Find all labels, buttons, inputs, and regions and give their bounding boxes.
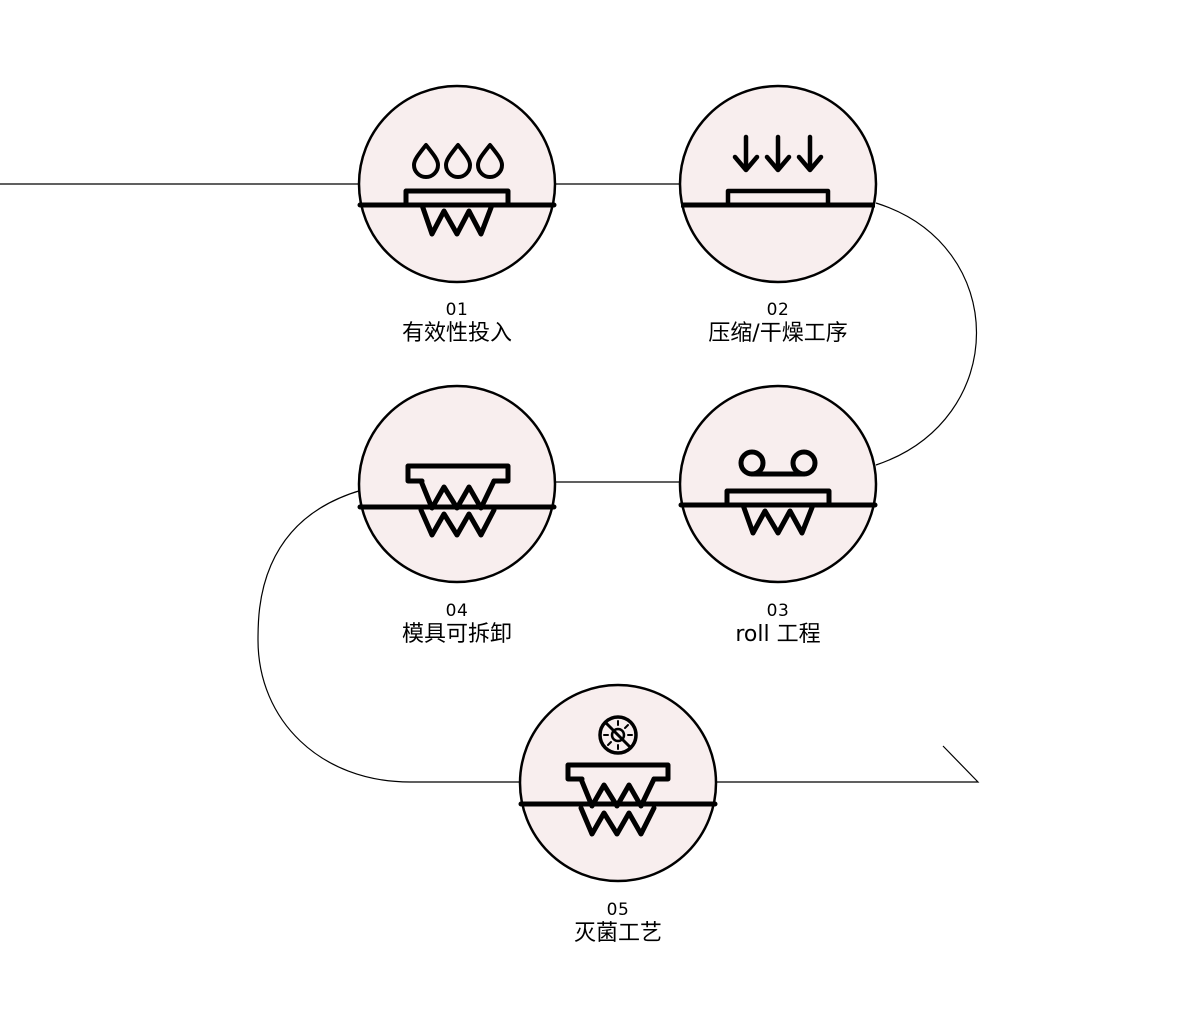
roller-mold-icon (678, 449, 878, 536)
step-04-label: 04 模具可拆卸 (337, 603, 577, 646)
flow-curve-02-03 (875, 202, 978, 466)
step-05-circle (518, 683, 718, 883)
step-01-circle (357, 84, 557, 284)
step-05-node (518, 683, 718, 883)
water-drops-mold-icon (357, 143, 557, 237)
step-01-number: 01 (445, 300, 469, 320)
step-01-name: 有效性投入 (401, 321, 512, 346)
detachable-mold-icon (357, 463, 557, 538)
step-03-circle (678, 384, 878, 584)
step-03-label: 03 roll 工程 (658, 603, 898, 646)
step-01-label: 01 有效性投入 (337, 302, 577, 345)
step-04-number: 04 (445, 601, 469, 621)
step-04-node (357, 384, 557, 584)
step-01-node (357, 84, 557, 284)
step-04-circle (357, 384, 557, 584)
step-02-circle (678, 84, 878, 284)
step-02-number: 02 (766, 300, 790, 320)
step-02-node (678, 84, 878, 284)
step-03-node (678, 384, 878, 584)
press-arrows-icon (681, 134, 875, 208)
flow-curve-04-05 (257, 489, 520, 783)
step-02-name: 压缩/干燥工序 (708, 321, 848, 346)
step-05-number: 05 (606, 900, 630, 920)
step-02-label: 02 压缩/干燥工序 (658, 302, 898, 345)
flow-path (0, 183, 980, 783)
step-03-name: roll 工程 (735, 622, 821, 647)
step-04-name: 模具可拆卸 (401, 622, 512, 647)
step-05-name: 灭菌工艺 (573, 921, 662, 946)
flow-line-exit-arrow (716, 745, 980, 783)
step-03-number: 03 (766, 601, 790, 621)
no-virus-icon (598, 715, 638, 755)
step-05-label: 05 灭菌工艺 (498, 902, 738, 945)
sterilization-mold-icon (518, 762, 718, 837)
